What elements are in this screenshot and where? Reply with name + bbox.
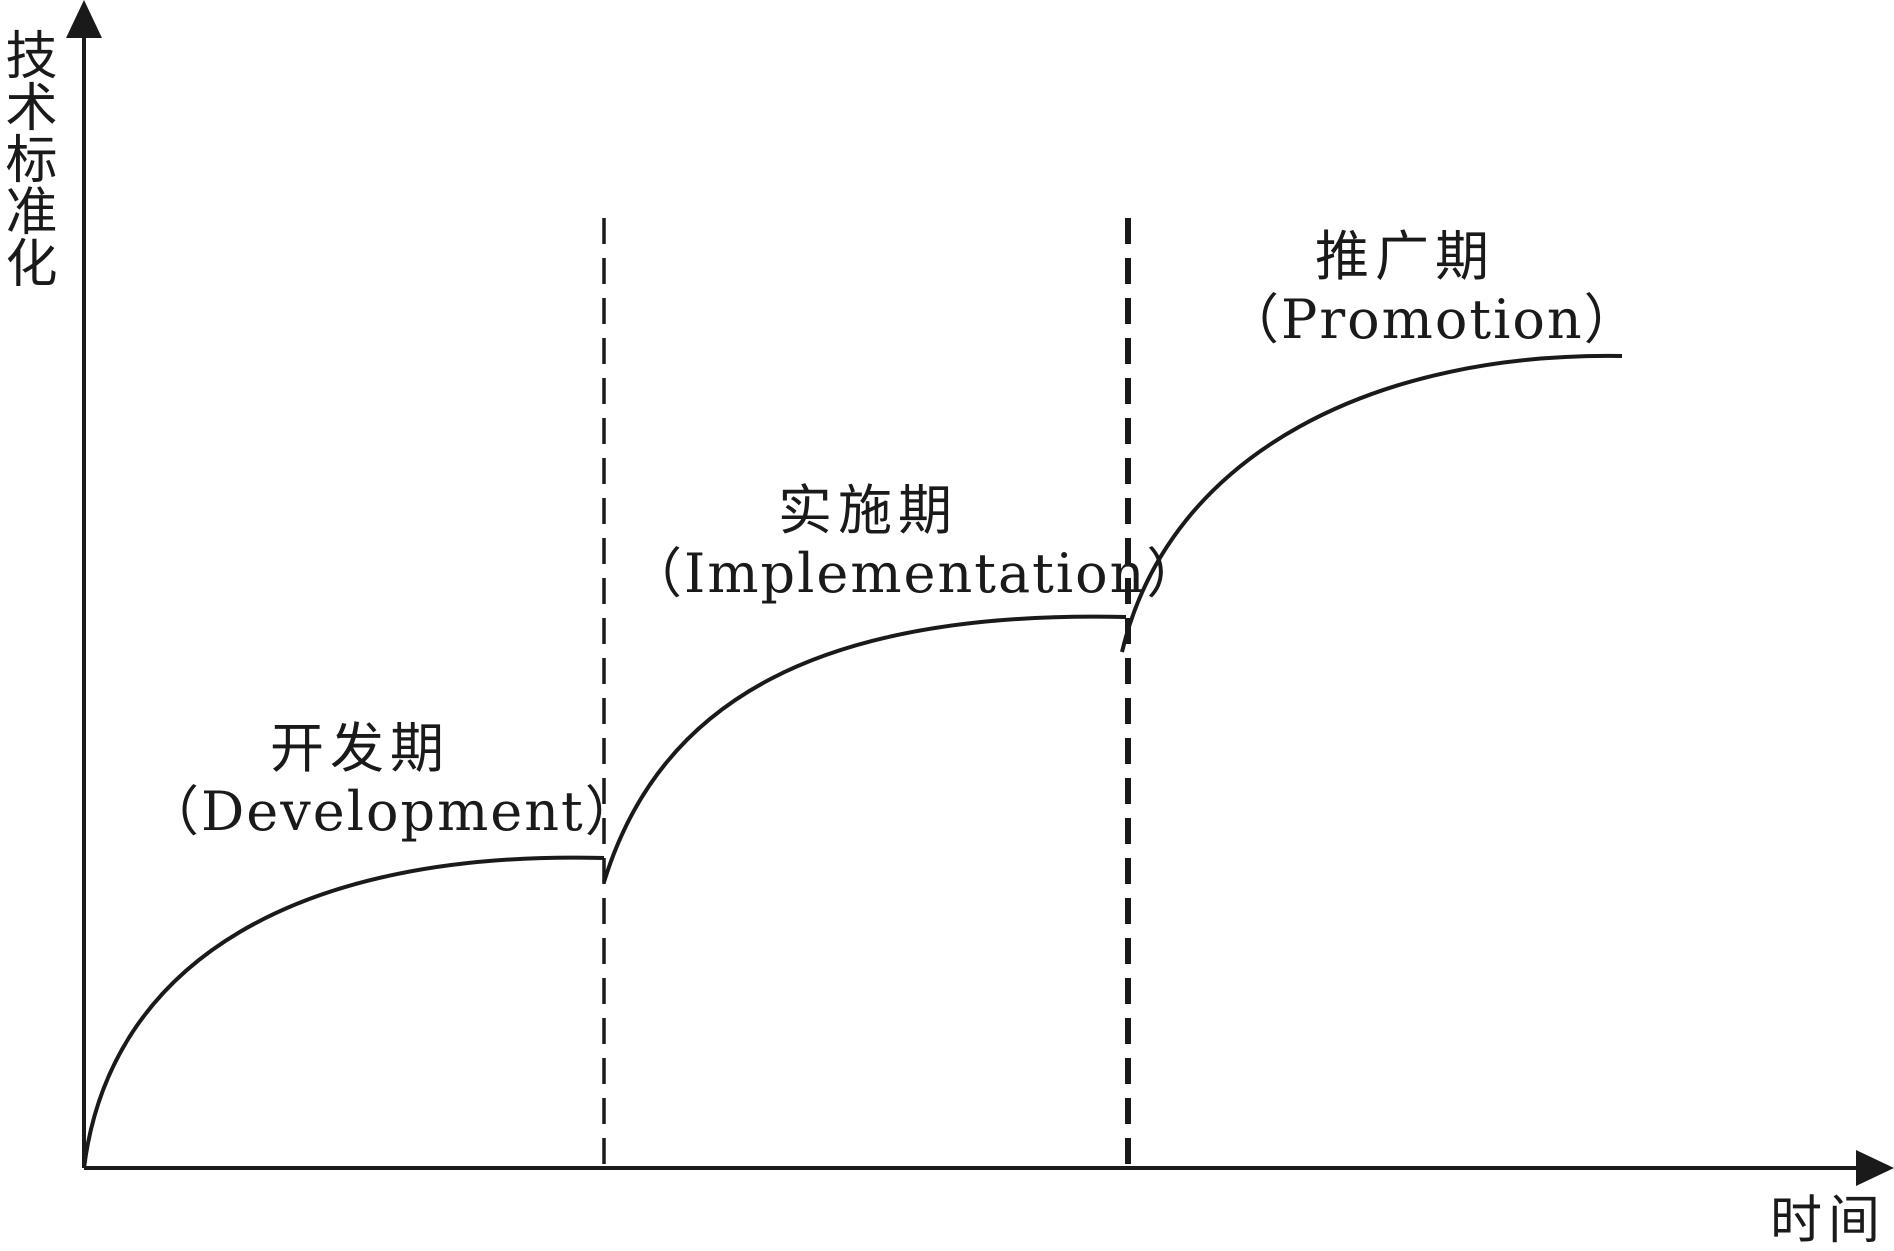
x-axis-arrow-icon [1856, 1150, 1894, 1186]
phase-promotion: 推广期 （Promotion） [1225, 225, 1640, 352]
y-axis-arrow-icon [66, 0, 102, 38]
phase-development: 开发期 （Development） [145, 717, 641, 844]
phase-implementation-cn: 实施期 [778, 479, 958, 542]
x-axis-label: 时间 [1770, 1191, 1887, 1251]
y-axis-label: 技术标准化 [0, 28, 56, 288]
phase-promotion-cn: 推广期 [1315, 225, 1495, 288]
phase-development-cn: 开发期 [270, 717, 450, 780]
phase-development-en: （Development） [145, 780, 641, 843]
curve-development [82, 855, 605, 1169]
curve-implementation [602, 614, 1127, 883]
phase-implementation-en: （Implementation） [628, 542, 1203, 605]
curve-promotion [1120, 353, 1623, 653]
phase-promotion-en: （Promotion） [1225, 288, 1640, 351]
phase-implementation: 实施期 （Implementation） [628, 479, 1203, 606]
